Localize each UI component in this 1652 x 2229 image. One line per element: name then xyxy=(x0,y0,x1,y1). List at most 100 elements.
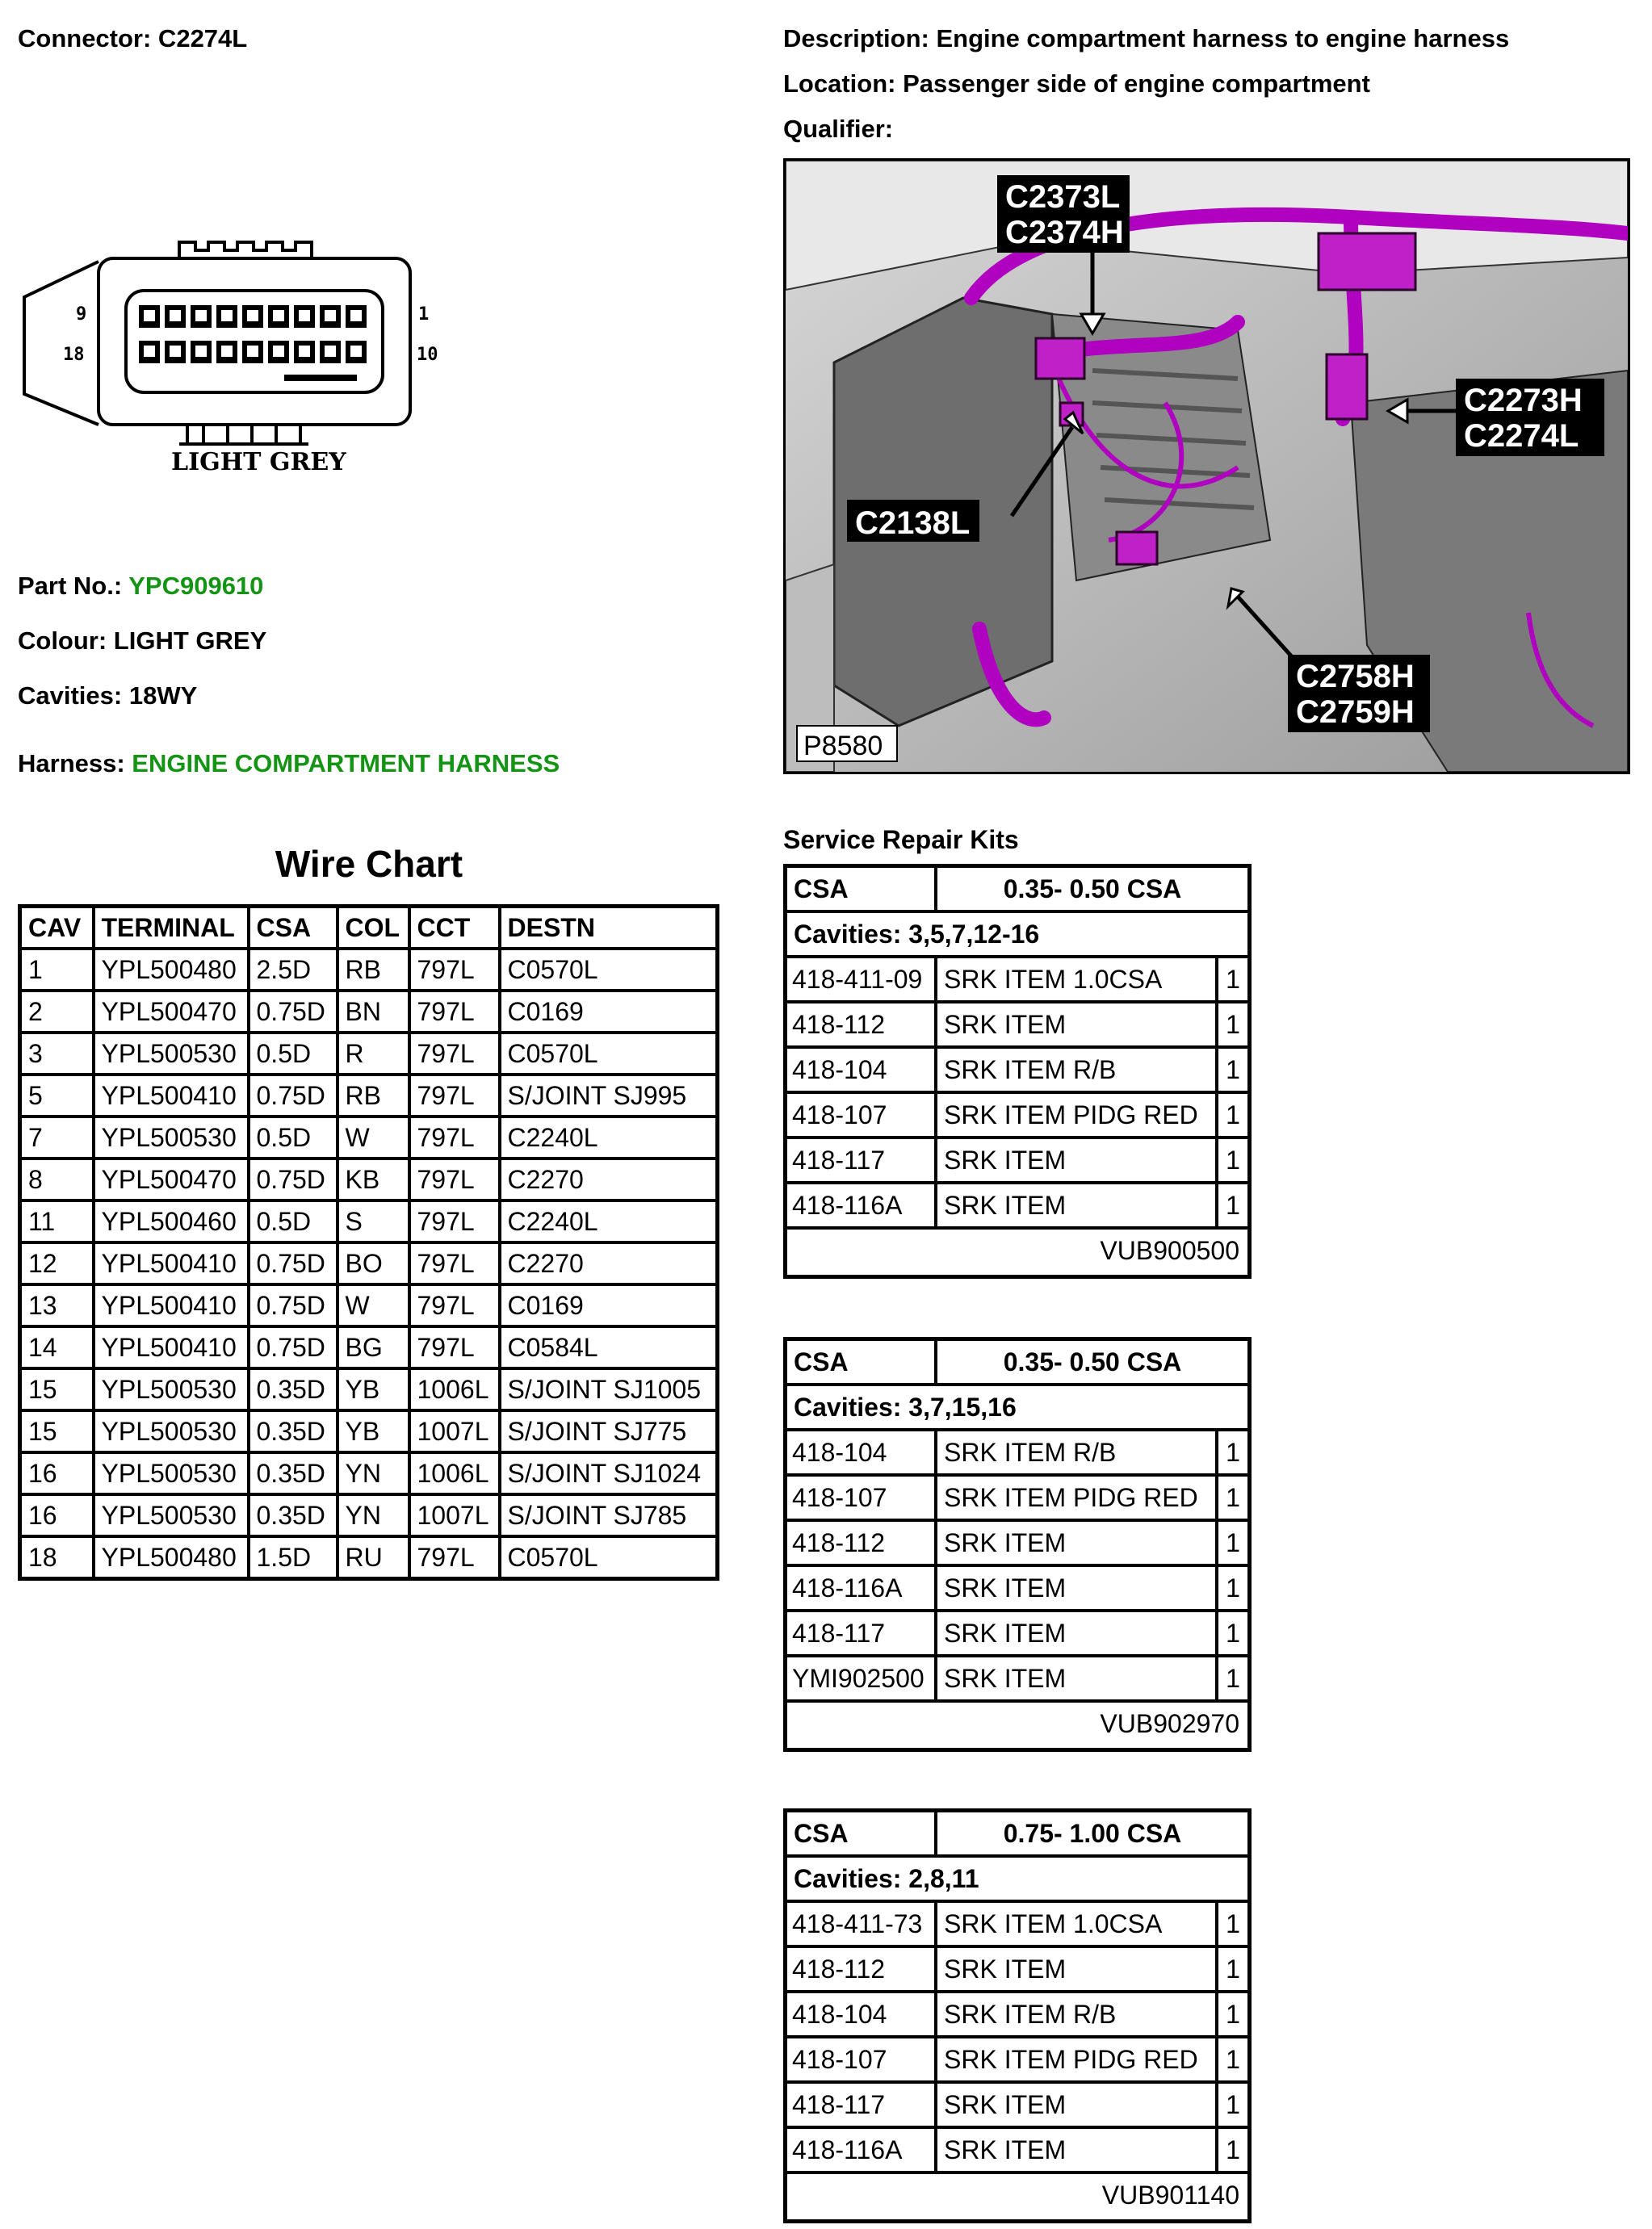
table-cell: S/JOINT SJ785 xyxy=(497,1493,719,1538)
column-header: DESTN xyxy=(497,904,719,950)
kit-item-part: 418-116A xyxy=(787,1567,937,1609)
table-cell: YPL500530 xyxy=(91,1493,250,1538)
kit-csa-label: CSA xyxy=(787,868,937,910)
kit-cavities: Cavities: 2,8,11 xyxy=(794,1864,979,1893)
table-cell: 16 xyxy=(18,1451,95,1496)
qualifier-line: Qualifier: xyxy=(783,115,894,143)
part-number: Part No.: YPC909610 xyxy=(18,570,263,602)
callout-c2274l: C2274L xyxy=(1464,418,1579,454)
pin-label-18: 18 xyxy=(63,345,85,365)
table-cell: C0169 xyxy=(497,989,719,1034)
kit-item-part: 418-112 xyxy=(787,1003,937,1045)
part-number-link[interactable]: YPC909610 xyxy=(128,572,264,600)
table-cell: BO xyxy=(335,1241,411,1286)
kit-item-desc: SRK ITEM xyxy=(937,1184,1218,1226)
kit-item-part: 418-117 xyxy=(787,2084,937,2126)
kit-item-qty: 1 xyxy=(1226,1528,1240,1557)
harness-link[interactable]: ENGINE COMPARTMENT HARNESS xyxy=(132,749,560,777)
table-cell: 0.75D xyxy=(246,1157,339,1202)
kit-cavities-row: Cavities: 2,8,11 xyxy=(787,1858,1247,1903)
kit-item-desc: SRK ITEM xyxy=(937,1657,1218,1699)
table-cell: 0.35D xyxy=(246,1451,339,1496)
table-cell: C2240L xyxy=(497,1199,719,1244)
kit-item-part: YMI902500 xyxy=(787,1657,937,1699)
wire-chart-title: Wire Chart xyxy=(275,843,463,885)
kit-item-qty: 1 xyxy=(1226,2090,1240,2119)
kit-item-desc: SRK ITEM R/B xyxy=(937,1993,1218,2035)
column-header: CCT xyxy=(407,904,501,950)
pin-label-9: 9 xyxy=(76,304,86,325)
table-cell: 8 xyxy=(18,1157,95,1202)
kit-item-qty: 1 xyxy=(1226,1010,1240,1039)
table-cell: S xyxy=(335,1199,411,1244)
table-cell: 11 xyxy=(18,1199,95,1244)
table-cell: YPL500460 xyxy=(91,1199,250,1244)
kit-item-part: 418-411-09 xyxy=(787,958,937,1000)
table-cell: 797L xyxy=(407,1031,501,1076)
kit-item-part: 418-104 xyxy=(787,1993,937,2035)
column-header: CAV xyxy=(18,904,95,950)
kit-item-desc: SRK ITEM xyxy=(937,1522,1218,1564)
kit-item-desc: SRK ITEM 1.0CSA xyxy=(937,958,1218,1000)
kit-item-desc: SRK ITEM R/B xyxy=(937,1431,1218,1473)
kit-item-qty: 1 xyxy=(1226,1146,1240,1175)
description-line: Description: Engine compartment harness … xyxy=(783,24,1510,52)
table-cell: C0570L xyxy=(497,1031,719,1076)
callout-c2138l: C2138L xyxy=(855,505,970,541)
table-cell: 797L xyxy=(407,1535,501,1581)
table-cell: YPL500410 xyxy=(91,1283,250,1328)
kit-item-qty: 1 xyxy=(1226,965,1240,994)
table-cell: 0.75D xyxy=(246,1325,339,1370)
table-cell: 0.35D xyxy=(246,1367,339,1412)
table-cell: 0.5D xyxy=(246,1031,339,1076)
pin-label-1: 1 xyxy=(418,304,429,325)
kit-csa-label: CSA xyxy=(787,1341,937,1383)
column-header: TERMINAL xyxy=(91,904,250,950)
kit-item-desc: SRK ITEM xyxy=(937,2129,1218,2171)
kit-item-desc: SRK ITEM xyxy=(937,1948,1218,1990)
table-cell: C2270 xyxy=(497,1241,719,1286)
connector-face-diagram: 9 18 1 10 LIGHT GREY xyxy=(18,233,438,476)
kit-item-part: 418-116A xyxy=(787,1184,937,1226)
kit-item-part: 418-116A xyxy=(787,2129,937,2171)
table-cell: 1 xyxy=(18,947,95,992)
table-cell: C0570L xyxy=(497,947,719,992)
table-cell: 0.75D xyxy=(246,1241,339,1286)
table-cell: BN xyxy=(335,989,411,1034)
table-cell: 1006L xyxy=(407,1451,501,1496)
table-cell: YPL500530 xyxy=(91,1409,250,1454)
table-cell: 0.35D xyxy=(246,1493,339,1538)
connector-id: Connector: C2274L xyxy=(18,24,248,52)
table-cell: 13 xyxy=(18,1283,95,1328)
table-cell: YPL500410 xyxy=(91,1325,250,1370)
table-cell: YPL500410 xyxy=(91,1073,250,1118)
kit-item-qty: 1 xyxy=(1226,1055,1240,1084)
table-cell: 797L xyxy=(407,1157,501,1202)
table-cell: 797L xyxy=(407,947,501,992)
harness-label: Harness: xyxy=(18,749,132,777)
kit-item-part: 418-107 xyxy=(787,1094,937,1136)
table-cell: 797L xyxy=(407,1241,501,1286)
table-cell: 797L xyxy=(407,1073,501,1118)
table-cell: 2.5D xyxy=(246,947,339,992)
table-cell: S/JOINT SJ775 xyxy=(497,1409,719,1454)
kit-item-qty: 1 xyxy=(1226,2135,1240,2164)
